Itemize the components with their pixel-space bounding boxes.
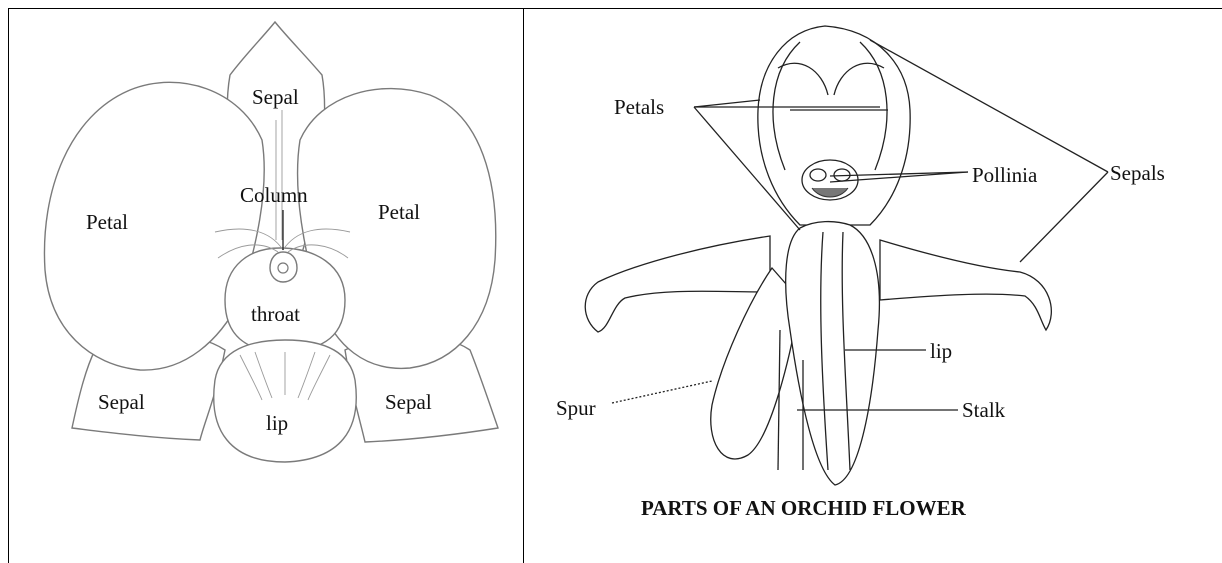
label-lip-right: lip bbox=[930, 339, 952, 363]
label-sepal-bottom-left: Sepal bbox=[98, 390, 145, 414]
front-view-orchid: Sepal Petal Column Petal throat Sepal li… bbox=[44, 22, 498, 462]
diagram-caption: PARTS OF AN ORCHID FLOWER bbox=[641, 496, 967, 520]
label-sepal-bottom-right: Sepal bbox=[385, 390, 432, 414]
label-throat: throat bbox=[251, 302, 300, 326]
left-sepal-wing bbox=[585, 236, 770, 332]
column-shape bbox=[270, 252, 297, 282]
label-lip-left: lip bbox=[266, 411, 288, 435]
label-pollinia: Pollinia bbox=[972, 163, 1038, 187]
label-sepal-top: Sepal bbox=[252, 85, 299, 109]
right-sepal-wing bbox=[880, 240, 1051, 330]
label-spur: Spur bbox=[556, 396, 596, 420]
side-view-orchid: Petals Pollinia Sepals lip Spur Stalk PA… bbox=[556, 26, 1165, 520]
label-petals: Petals bbox=[614, 95, 664, 119]
label-petal-left: Petal bbox=[86, 210, 128, 234]
label-petal-right: Petal bbox=[378, 200, 420, 224]
label-stalk: Stalk bbox=[962, 398, 1006, 422]
label-column: Column bbox=[240, 183, 308, 207]
label-sepals: Sepals bbox=[1110, 161, 1165, 185]
lip-tongue-shape bbox=[786, 222, 880, 485]
